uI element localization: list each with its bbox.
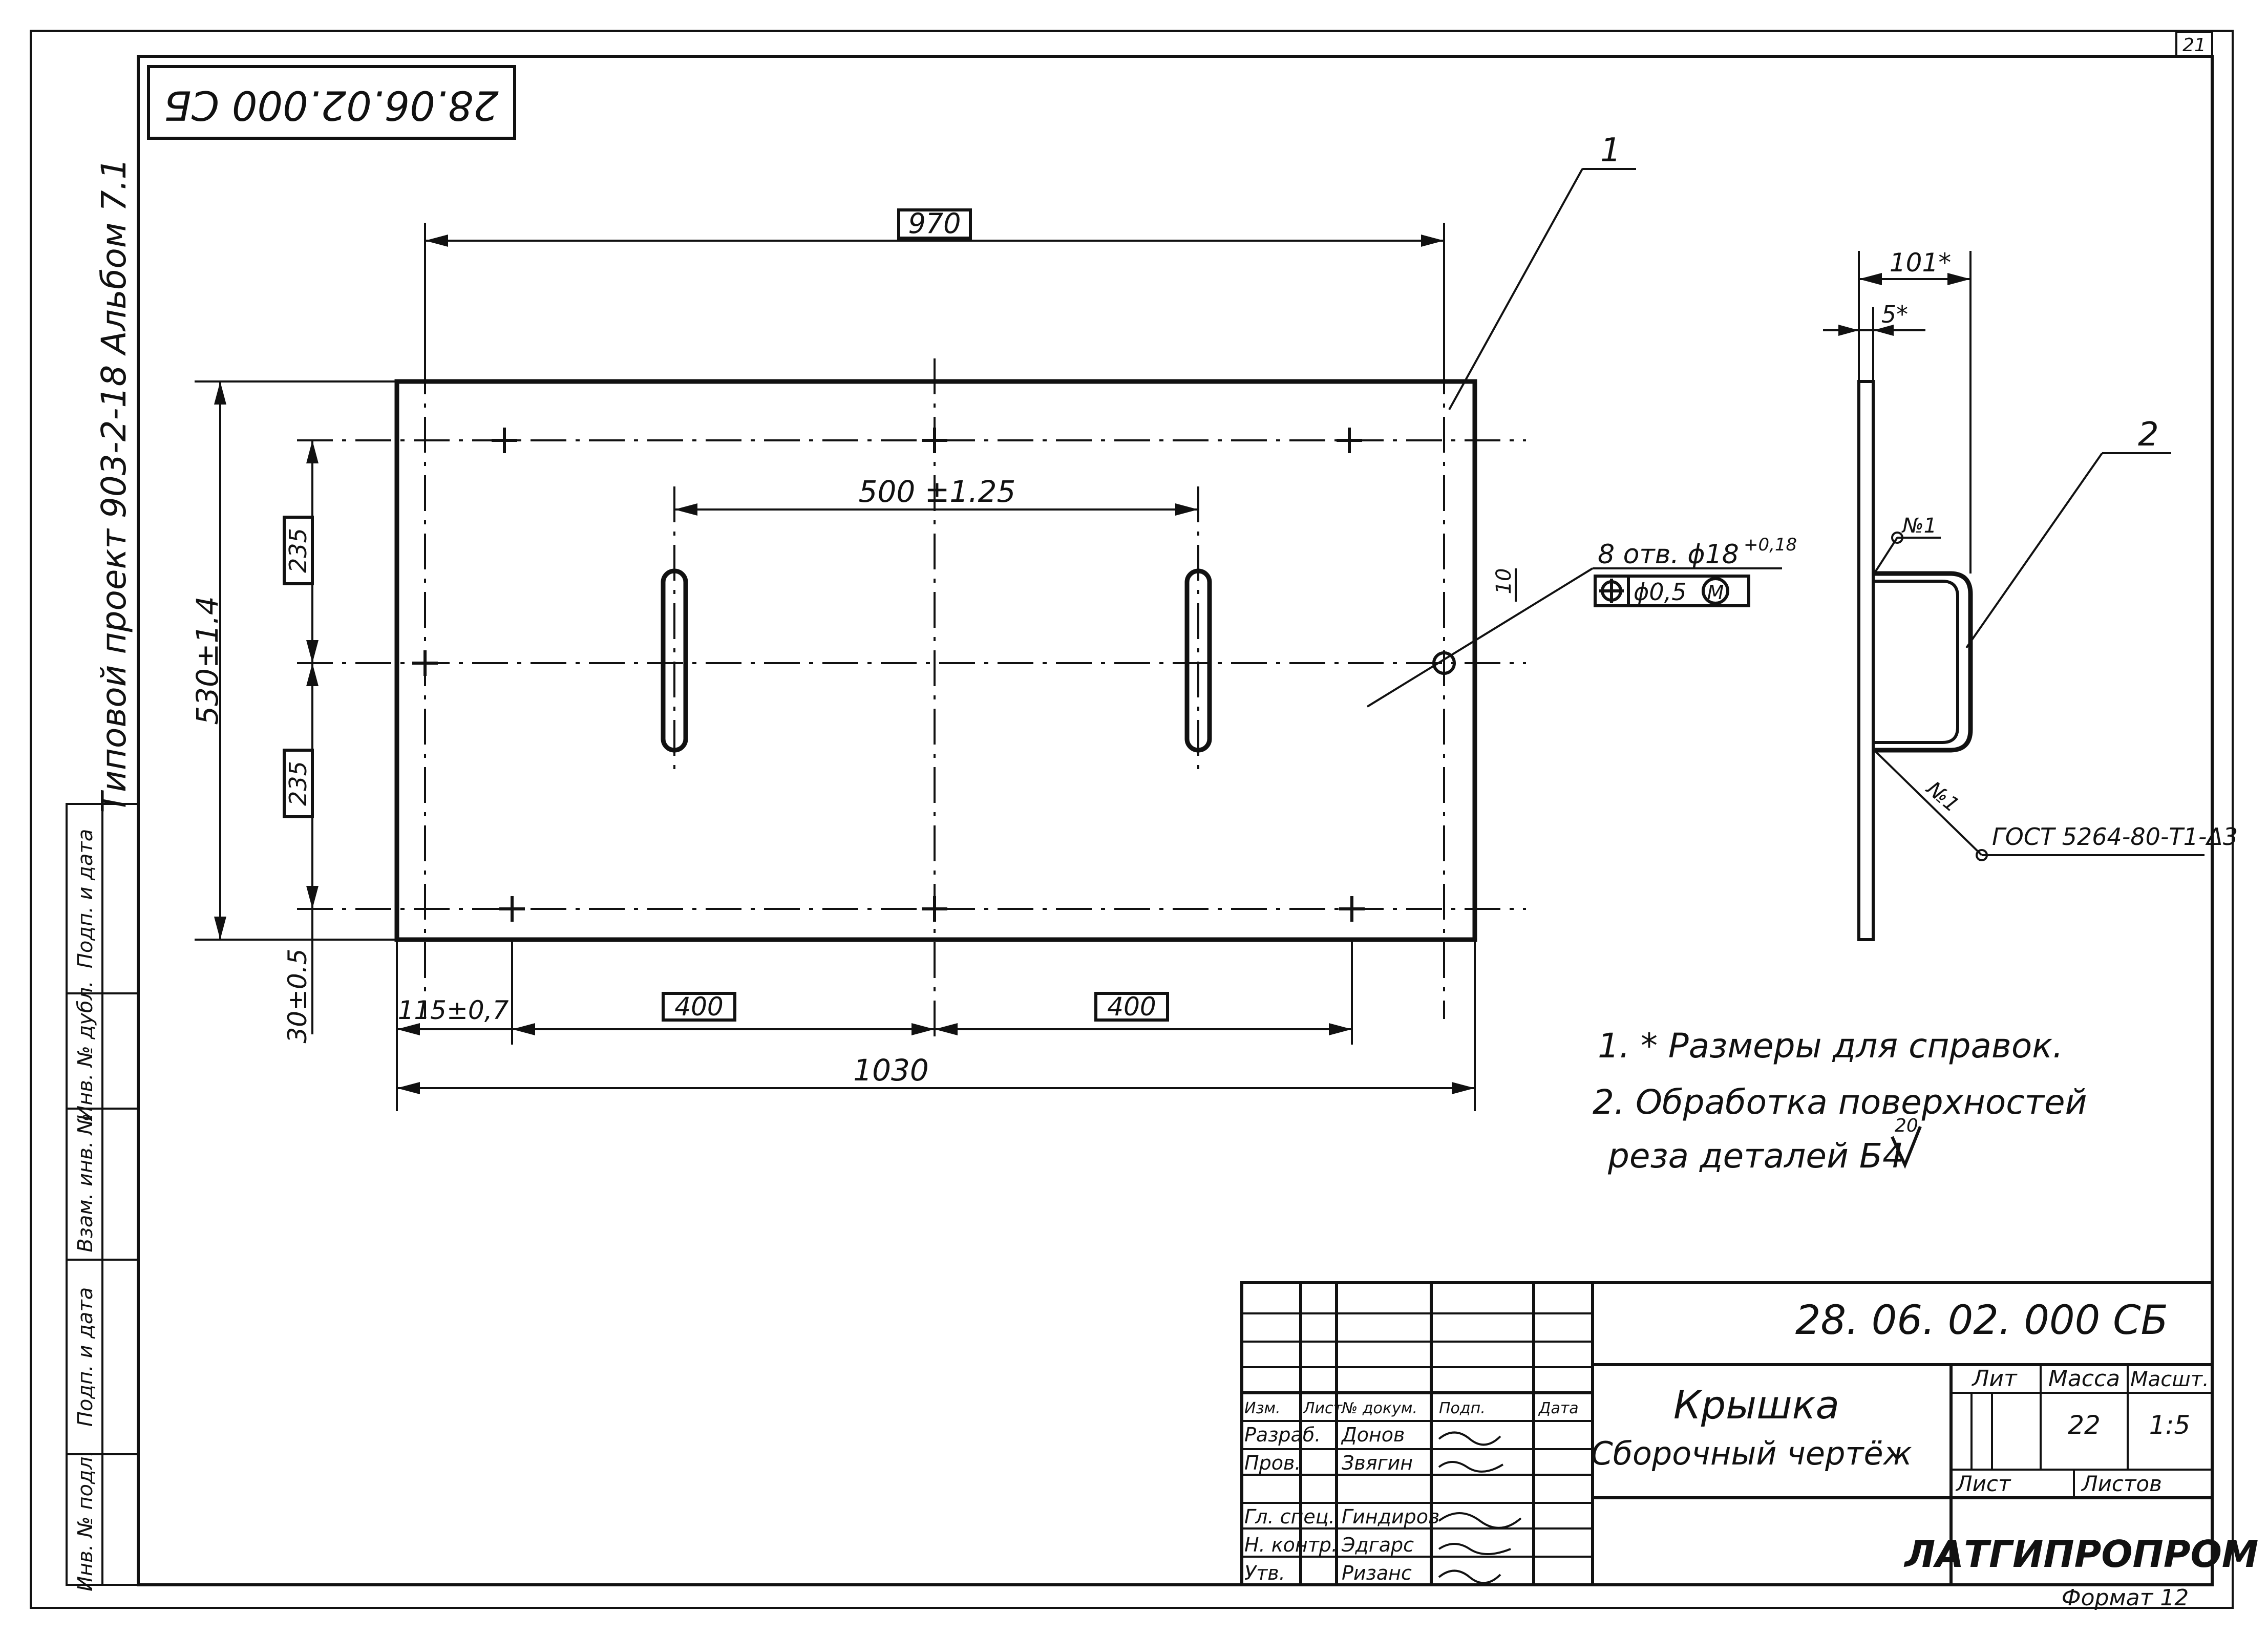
album-label: Альбом 7.1: [94, 158, 134, 356]
weld-mark-1: №1: [1901, 514, 1937, 538]
note-2: 2. Обработка поверхностей: [1593, 1082, 2087, 1122]
inner-frame: [137, 55, 2214, 1586]
tb-scale-header: Масшт.: [2130, 1368, 2209, 1391]
tb-sheets: Листов: [2081, 1471, 2162, 1496]
side-col-replace: Взам. инв. №: [74, 1113, 97, 1252]
title-block: Изм. Лист № докум. Подп. Дата Разраб. Пр…: [1240, 1281, 2259, 1611]
name-dev: Донов: [1341, 1424, 1405, 1446]
dim-span-right: 400: [1107, 992, 1156, 1022]
hole-markers: [412, 428, 1456, 922]
role-check: Пров.: [1244, 1452, 1301, 1474]
name-norm: Эдгарс: [1341, 1534, 1414, 1556]
roughness-value: 20: [1895, 1115, 1918, 1136]
ch-list: Лист: [1303, 1399, 1343, 1417]
role-chief: Гл. спец.: [1244, 1505, 1335, 1528]
rotated-stamp-box: [147, 65, 516, 140]
outer-frame: [30, 30, 2234, 1609]
notes: 1. * Размеры для справок. 2. Обработка п…: [1593, 1026, 2087, 1176]
hole-circle: [1432, 651, 1456, 675]
role-norm: Н. контр.: [1244, 1534, 1338, 1556]
side-col-dup: Инв. № дубл.: [74, 981, 97, 1121]
rotated-stamp-code: 28.06.02.000 СБ: [164, 82, 499, 128]
dim-bottom-offset: 30±0.5: [283, 948, 312, 1043]
ch-doc: № докум.: [1341, 1399, 1417, 1417]
sheet-number-box: [2175, 31, 2213, 57]
hole-position-tol: ϕ0,5: [1634, 578, 1687, 606]
project-label: Типовой проект 903-2-18: [94, 365, 134, 813]
note-3: реза деталей Б4: [1607, 1136, 1904, 1176]
callout-part-2: 2: [2138, 416, 2159, 454]
hole-depth: 10: [1492, 568, 1516, 594]
weld-standard: ГОСТ 5264-80-Т1-Δ3: [1992, 823, 2238, 851]
section-handle: [1873, 571, 1973, 753]
note-1: 1. * Размеры для справок.: [1598, 1026, 2063, 1066]
ch-izm: Изм.: [1244, 1399, 1281, 1417]
dim-left-offset: 115±0,7: [398, 995, 509, 1025]
section-plate: [1857, 380, 1875, 941]
tb-subtitle: Сборочный чертёж: [1591, 1435, 1912, 1472]
tb-mass-header: Масса: [2048, 1366, 2120, 1392]
hole-count-label: 8 отв. ϕ18: [1598, 539, 1739, 570]
side-approval-columns: Инв. № подл. Подп. и дата Взам. инв. № И…: [66, 803, 139, 1591]
section-view: 101* 5* 2 №1 №1 ГОСТ 5264-80-Т1-Δ3: [1823, 248, 2238, 941]
tb-lit-header: Лит: [1971, 1366, 2018, 1392]
plan-view: 970 500 ±1.25 530±1.4 235 235 30±0.5 115…: [190, 132, 1797, 1111]
side-col-inv: Инв. № подл.: [74, 1450, 97, 1591]
tb-org: ЛАТГИПРОПРОМ: [1904, 1533, 2259, 1576]
dim-half-upper: 235: [284, 528, 312, 573]
tb-title: Крышка: [1673, 1382, 1839, 1428]
name-approve: Ризанс: [1342, 1562, 1412, 1584]
tb-mass: 22: [2068, 1410, 2101, 1440]
dim-plate-thickness: 5*: [1881, 301, 1908, 328]
side-col-sign2: Подп. и дата: [74, 829, 97, 968]
tb-scale: 1:5: [2149, 1410, 2190, 1440]
role-dev: Разраб.: [1244, 1424, 1321, 1446]
dim-height: 530±1.4: [190, 596, 225, 725]
tb-format: Формат 12: [2062, 1585, 2189, 1611]
dim-span-left: 400: [674, 992, 723, 1022]
dim-top-width: 970: [908, 207, 961, 240]
sheet-number: 21: [2182, 35, 2206, 56]
dim-slot-spacing: 500 ±1.25: [859, 474, 1016, 509]
hole-modifier: M: [1707, 581, 1724, 604]
tb-sheet: Лист: [1955, 1471, 2011, 1496]
name-check: Звягин: [1342, 1452, 1413, 1474]
name-chief: Гиндиров: [1342, 1505, 1439, 1528]
dim-overall-width: 1030: [853, 1053, 929, 1088]
ch-sign: Подп.: [1439, 1399, 1486, 1417]
ch-date: Дата: [1538, 1399, 1579, 1417]
role-approve: Утв.: [1244, 1562, 1285, 1584]
hole-tolerance: +0,18: [1744, 535, 1797, 555]
dim-half-lower: 235: [284, 761, 312, 806]
weld-mark-2: №1: [1921, 776, 1963, 817]
callout-part-1: 1: [1600, 132, 1621, 169]
side-col-sign1: Подп. и дата: [74, 1287, 97, 1427]
cover-plate-outline: [394, 379, 1477, 942]
dim-section-width: 101*: [1890, 248, 1951, 278]
tb-code: 28. 06. 02. 000 СБ: [1795, 1298, 2168, 1344]
